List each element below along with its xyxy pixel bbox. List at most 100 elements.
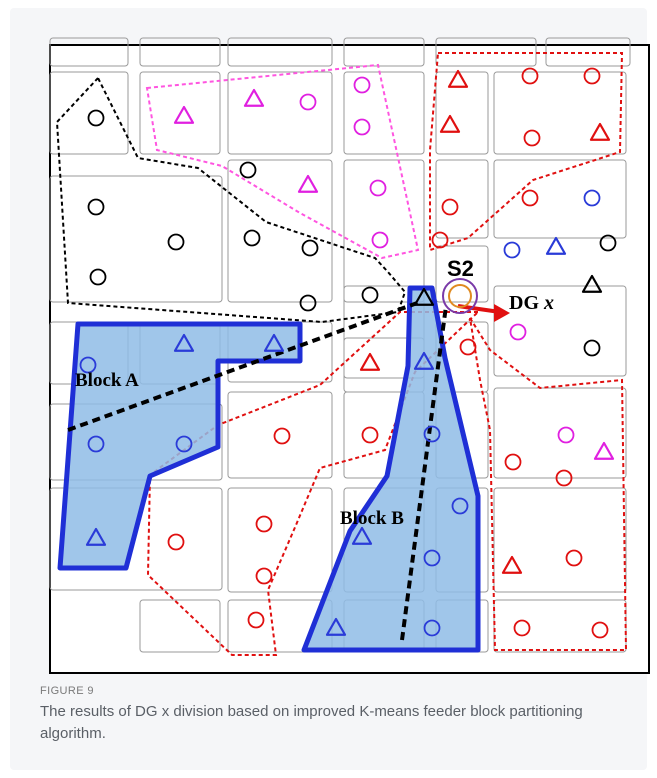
block-b-label: Block B <box>340 508 404 529</box>
black-load-circle <box>361 286 379 304</box>
block-a <box>57 321 303 571</box>
magenta-load-circle <box>371 231 389 249</box>
blue-load-triangle <box>413 351 435 370</box>
magenta-load-triangle <box>297 174 319 193</box>
substation-s2-core <box>448 284 472 308</box>
red-cluster-zone-right <box>469 317 628 651</box>
magenta-load-circle <box>557 426 575 444</box>
black-load-circle <box>599 234 617 252</box>
feeder-line-block-b <box>400 305 448 641</box>
parcel <box>435 245 489 303</box>
parcel <box>343 37 425 67</box>
magenta-load-triangle <box>243 88 265 107</box>
black-load-circle <box>299 294 317 312</box>
red-cluster-zone-lower <box>146 311 481 656</box>
red-load-circle <box>361 426 379 444</box>
black-load-circle <box>167 233 185 251</box>
magenta-load-circle <box>353 76 371 94</box>
magenta-load-triangle <box>173 105 195 124</box>
magenta-load-triangle <box>593 441 615 460</box>
parcel <box>493 487 627 593</box>
blue-load-triangle <box>263 333 285 352</box>
red-load-triangle <box>439 114 461 133</box>
red-load-circle <box>504 453 522 471</box>
blue-load-triangle <box>545 236 567 255</box>
black-load-circle <box>243 229 261 247</box>
figure-label: FIGURE 9 <box>40 685 94 697</box>
parcel <box>139 71 221 155</box>
red-load-circle <box>431 231 449 249</box>
black-cluster-zone <box>55 76 407 324</box>
black-load-circle <box>87 109 105 127</box>
land-parcels <box>49 37 631 653</box>
parcel <box>139 37 221 67</box>
blue-load-circle <box>175 435 193 453</box>
blue-load-circle <box>423 619 441 637</box>
substation-s2-label: S2 <box>447 256 474 281</box>
parcel <box>435 71 489 155</box>
red-load-circle <box>555 469 573 487</box>
load-markers <box>79 67 617 639</box>
black-load-circle <box>87 198 105 216</box>
dg-x-label: DG x <box>509 292 554 314</box>
red-load-triangle <box>589 122 611 141</box>
blue-load-triangle <box>325 617 347 636</box>
parcel <box>435 159 489 239</box>
parcel <box>227 71 333 155</box>
parcel <box>343 71 425 155</box>
red-load-circle <box>521 67 539 85</box>
parcel <box>435 37 537 67</box>
black-load-circle <box>239 161 257 179</box>
dg-label-variable: x <box>543 292 554 314</box>
red-cluster-zone-upper <box>429 52 624 252</box>
red-load-circle <box>523 129 541 147</box>
blue-load-triangle <box>351 526 373 545</box>
red-load-circle <box>583 67 601 85</box>
parcel <box>227 391 333 479</box>
parcel <box>493 71 627 155</box>
blue-load-circle <box>423 425 441 443</box>
magenta-load-circle <box>509 323 527 341</box>
parcel <box>493 159 627 239</box>
parcel <box>49 175 223 303</box>
red-load-circle <box>521 189 539 207</box>
black-load-circle <box>301 239 319 257</box>
red-load-circle <box>459 338 477 356</box>
red-load-circle <box>273 427 291 445</box>
blue-load-circle <box>583 189 601 207</box>
blue-load-circle <box>451 497 469 515</box>
blue-load-circle <box>503 241 521 259</box>
figure-caption: The results of DG x division based on im… <box>40 703 583 742</box>
diagram-overlay: Block A Block B S2 DG x <box>75 256 554 529</box>
blue-load-triangle <box>85 527 107 546</box>
parcel <box>227 159 333 303</box>
feeder-line-block-a <box>67 300 421 432</box>
dg-label-prefix: DG <box>509 292 544 314</box>
feeder-lines <box>67 300 510 641</box>
parcel <box>49 71 129 155</box>
blue-load-circle <box>87 435 105 453</box>
parcel <box>493 387 627 479</box>
red-load-circle <box>247 611 265 629</box>
dg-arrow-shaft <box>457 304 501 314</box>
magenta-load-circle <box>353 118 371 136</box>
block-a-label: Block A <box>75 370 139 391</box>
red-load-circle <box>513 619 531 637</box>
substation-s2-ring <box>442 278 478 314</box>
magenta-cluster-zone <box>145 63 420 260</box>
parcel <box>343 159 425 303</box>
red-load-circle <box>441 198 459 216</box>
red-load-circle <box>255 515 273 533</box>
parcel <box>227 37 333 67</box>
black-load-triangle <box>581 274 603 293</box>
red-load-circle <box>255 567 273 585</box>
blue-load-circle <box>423 549 441 567</box>
parcel <box>49 37 129 67</box>
red-load-circle <box>591 621 609 639</box>
cluster-zones <box>55 52 628 656</box>
black-load-circle <box>583 339 601 357</box>
blue-load-triangle <box>173 333 195 352</box>
black-load-circle <box>89 268 107 286</box>
figure-card <box>10 8 650 770</box>
